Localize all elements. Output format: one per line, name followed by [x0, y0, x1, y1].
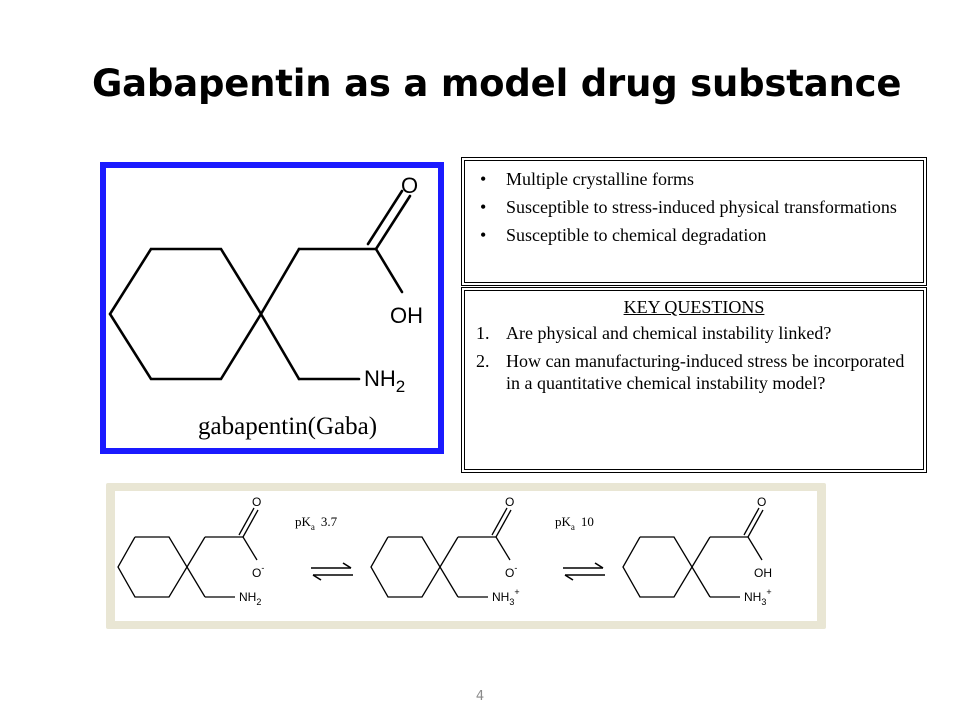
species1-amine-text: NH: [239, 590, 256, 604]
bond-c-o-double-1: [374, 194, 412, 251]
species-cation: O OH NH3+: [622, 495, 772, 607]
species1-amine-sub: 2: [256, 597, 261, 607]
bond-ring-ch2: [259, 247, 301, 316]
species1-o-top: O: [252, 495, 261, 509]
species3-amine: NH3+: [744, 587, 772, 607]
step1-pk: pK: [295, 514, 312, 529]
list-item: • Susceptible to chemical degradation: [480, 224, 918, 246]
key-questions-heading: KEY QUESTIONS: [623, 297, 765, 317]
property-text: Susceptible to stress-induced physical t…: [506, 197, 897, 217]
step1-pk-value: 3.7: [321, 514, 338, 529]
species2-o-top: O: [505, 495, 514, 509]
species2-acid-charge: -: [514, 563, 517, 573]
equilibrium-arrow-2: [563, 562, 605, 581]
bond-c-o-double-2: [366, 189, 404, 246]
species-zwitterion: O O- NH3+: [370, 495, 520, 607]
structure-caption: gabapentin(Gaba): [198, 413, 377, 440]
species1-amine: NH2: [239, 590, 261, 607]
species2-amine-sub: 3: [509, 597, 514, 607]
species2-amine-text: NH: [492, 590, 509, 604]
step1-pk-sub: a: [311, 522, 315, 532]
list-item: 1. Are physical and chemical instability …: [476, 322, 916, 344]
step2-pk: pK: [555, 514, 572, 529]
key-questions-box: KEY QUESTIONS 1. Are physical and chemica…: [461, 287, 927, 473]
gabapentin-structure-diagram: O OH NH2 gabapentin(Gaba): [108, 173, 423, 440]
species2-acid-group: O-: [505, 563, 517, 580]
list-item: • Multiple crystalline forms: [480, 168, 918, 190]
step2-pk-sub: a: [571, 522, 575, 532]
bond-c-oh: [374, 247, 404, 294]
species1-acid-charge: -: [261, 563, 264, 573]
cyclohexane-ring: [108, 247, 263, 381]
atom-nh-text: NH: [364, 366, 396, 391]
question-number: 2.: [476, 351, 490, 371]
question-number: 1.: [476, 323, 490, 343]
atom-nh-subscript: 2: [396, 377, 405, 396]
bullet-icon: •: [480, 169, 487, 189]
property-text: Multiple crystalline forms: [506, 169, 694, 189]
list-item: • Susceptible to stress-induced physical …: [480, 196, 918, 218]
list-item: 2. How can manufacturing-induced stress b…: [476, 350, 916, 394]
species3-amine-text: NH: [744, 590, 761, 604]
key-questions-list: 1. Are physical and chemical instability …: [462, 322, 926, 394]
equilibrium-arrow-1: [311, 562, 353, 581]
species-zwitterion-anion: O O- NH2: [117, 495, 264, 607]
species3-acid-group: OH: [754, 566, 772, 580]
step1-pka-label: pKa 3.7: [295, 514, 338, 532]
species3-amine-sub: 3: [761, 597, 766, 607]
atom-o-label: O: [401, 173, 418, 198]
bullet-icon: •: [480, 225, 487, 245]
question-text: How can manufacturing-induced stress be …: [506, 351, 905, 393]
species3-amine-charge: +: [766, 587, 771, 597]
species1-acid-text: O: [252, 566, 261, 580]
species1-acid-group: O-: [252, 563, 264, 580]
atom-nh-label: NH2: [364, 366, 405, 396]
slide-title: Gabapentin as a model drug substance: [92, 62, 902, 105]
species2-acid-text: O: [505, 566, 514, 580]
species2-amine: NH3+: [492, 587, 520, 607]
page-number: 4: [475, 689, 485, 704]
properties-list: • Multiple crystalline forms • Susceptible…: [462, 158, 926, 246]
step2-pk-value: 10: [581, 514, 594, 529]
bullet-icon: •: [480, 197, 487, 217]
question-text: Are physical and chemical instability li…: [506, 323, 832, 343]
gabapentin-structure-panel: O OH NH2 gabapentin(Gaba): [100, 162, 444, 454]
property-text: Susceptible to chemical degradation: [506, 225, 767, 245]
step2-pka-label: pKa 10: [555, 514, 594, 532]
bond-ring-ch2-amine: [259, 312, 301, 381]
properties-box: • Multiple crystalline forms • Susceptible…: [461, 157, 927, 286]
species3-o-top: O: [757, 495, 766, 509]
species3-acid-text: OH: [754, 566, 772, 580]
atom-oh-label: OH: [390, 303, 423, 328]
species2-amine-charge: +: [514, 587, 519, 597]
